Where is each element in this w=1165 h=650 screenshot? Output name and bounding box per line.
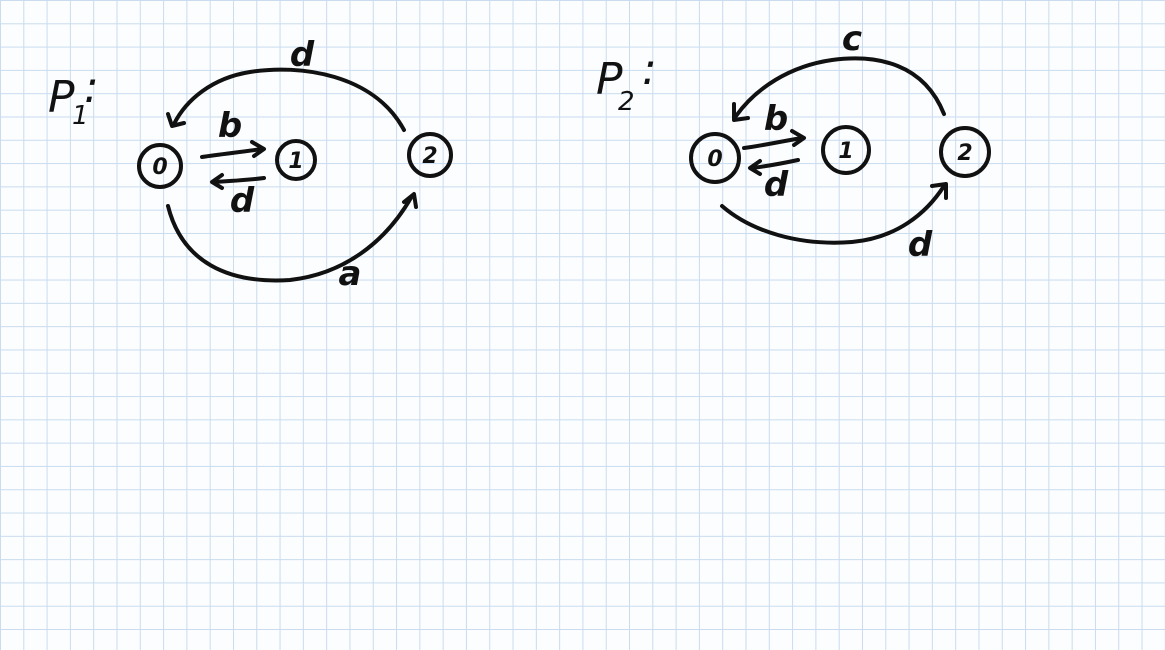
p1-edge-2-0: d bbox=[166, 35, 406, 132]
p2-edge-1-0-arrowhead bbox=[748, 159, 762, 176]
p1-state-2-label: 2 bbox=[422, 144, 437, 169]
p2-edge-0-1-label: b bbox=[764, 99, 788, 139]
p1-edge-1-0-label: d bbox=[230, 181, 255, 221]
p1-state-2: 2 bbox=[407, 132, 453, 178]
p2-state-1-circle bbox=[821, 125, 871, 175]
p2-state-0-circle bbox=[689, 132, 741, 184]
p1-edge-0-1-label: b bbox=[218, 106, 242, 146]
p1-edge-1-0-arrowhead bbox=[210, 173, 224, 190]
p1-title-colon: : bbox=[84, 62, 99, 113]
p2-state-0: 0 bbox=[689, 132, 741, 184]
p2-title-main: P bbox=[596, 54, 623, 105]
p1-edge-1-0: d bbox=[210, 173, 266, 221]
p1-state-1-label: 1 bbox=[288, 149, 303, 174]
p2-edge-1-0: d bbox=[748, 158, 800, 205]
p1-edge-0-2-arrowhead bbox=[402, 192, 418, 209]
p1-edge-2-0-line bbox=[172, 67, 406, 132]
p1-edge-0-1: b bbox=[200, 106, 266, 159]
p2-edge-0-1: b bbox=[742, 99, 806, 150]
p2-title: P 2 : bbox=[596, 44, 657, 117]
p1-state-0: 0 bbox=[137, 143, 183, 189]
p2-edge-0-2-arrowhead bbox=[930, 182, 948, 200]
p1-edge-1-0-line bbox=[212, 176, 266, 184]
p1-edge-2-0-label: d bbox=[290, 35, 315, 75]
p2-state-1-label: 1 bbox=[838, 139, 853, 164]
p2-state-2-label: 2 bbox=[957, 141, 972, 166]
p1-edge-2-0-arrowhead bbox=[166, 112, 186, 128]
p1-state-0-circle bbox=[137, 143, 183, 189]
p1-state-1-circle bbox=[275, 139, 317, 181]
p1-edge-0-1-arrowhead bbox=[250, 140, 266, 158]
p2-edge-2-0-label: c bbox=[842, 19, 862, 59]
p1-state-2-circle bbox=[407, 132, 453, 178]
p2-edge-2-0-arrowhead bbox=[732, 102, 750, 122]
p2-edge-0-2-label: d bbox=[908, 225, 933, 265]
p1-edge-0-2-line bbox=[166, 194, 414, 283]
p1-edge-0-1-line bbox=[200, 147, 264, 159]
p2-title-sub: 2 bbox=[618, 87, 635, 117]
diagram-p1: P 1 : 0 1 2 b d bbox=[48, 35, 453, 294]
p1-title-sub: 1 bbox=[72, 101, 89, 131]
diagram-p2: P 2 : 0 1 2 b d bbox=[596, 19, 991, 265]
p1-state-0-label: 0 bbox=[152, 155, 167, 180]
p2-edge-0-2-line bbox=[720, 184, 946, 245]
p1-edge-0-2: a bbox=[166, 192, 418, 294]
p1-title: P 1 : bbox=[48, 62, 99, 131]
p2-title-colon: : bbox=[642, 44, 657, 95]
p1-edge-0-2-label: a bbox=[339, 254, 362, 294]
p2-edge-1-0-label: d bbox=[764, 165, 789, 205]
p2-state-2-circle bbox=[939, 126, 991, 178]
p2-edge-2-0-line bbox=[734, 56, 946, 118]
p2-state-0-label: 0 bbox=[707, 147, 722, 172]
p2-edge-0-1-arrowhead bbox=[790, 129, 806, 147]
p2-edge-0-2: d bbox=[720, 182, 948, 265]
p2-state-2: 2 bbox=[939, 126, 991, 178]
p1-state-1: 1 bbox=[275, 139, 317, 181]
p2-edge-1-0-line bbox=[750, 158, 800, 170]
p2-edge-0-1-line bbox=[742, 136, 804, 150]
p2-edge-2-0: c bbox=[732, 19, 946, 122]
p1-title-main: P bbox=[48, 72, 75, 123]
p2-state-1: 1 bbox=[821, 125, 871, 175]
